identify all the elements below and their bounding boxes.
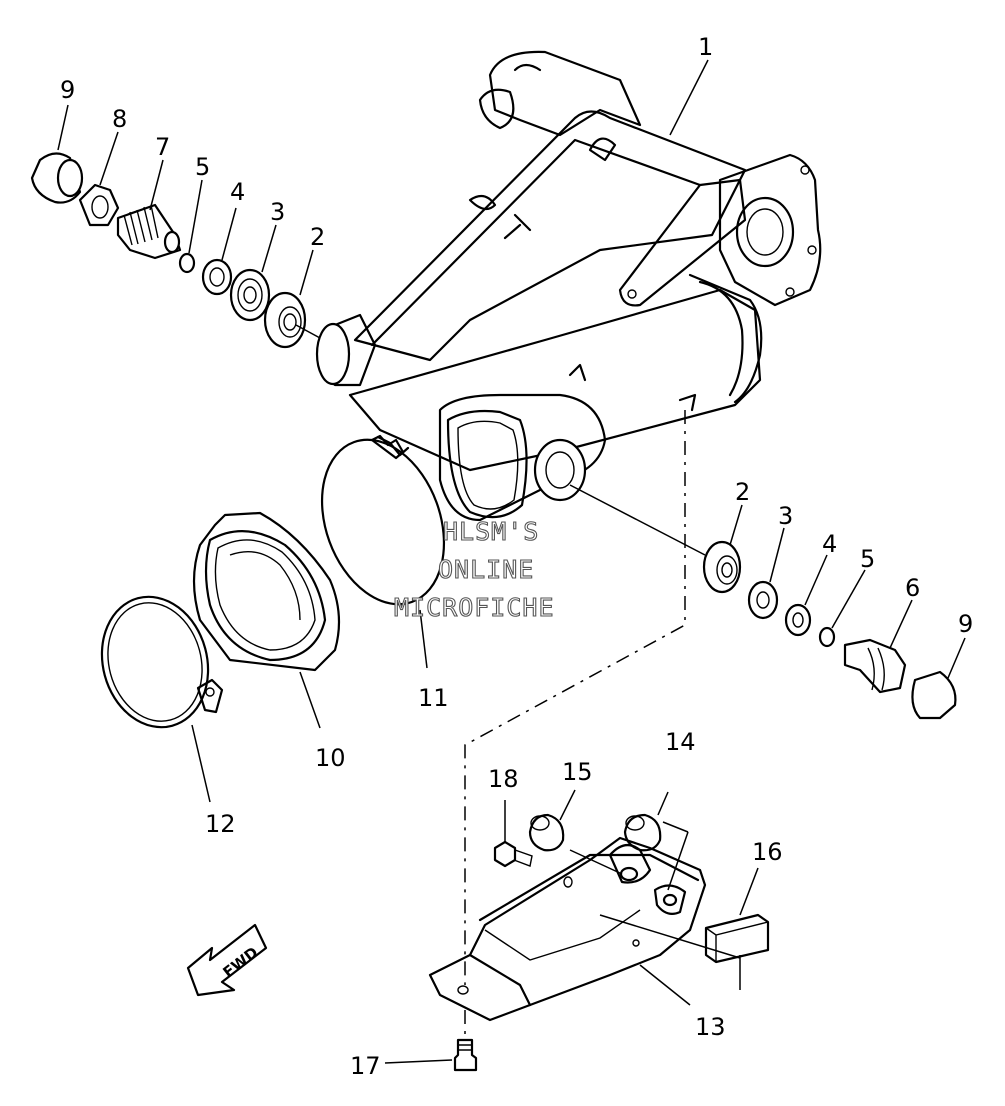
- watermark-line-2: ONLINE: [438, 555, 534, 584]
- callout-2-right: 2: [735, 478, 750, 506]
- callout-16: 16: [752, 838, 783, 866]
- guard-13: [428, 836, 707, 1022]
- guide-lines: [464, 410, 686, 1038]
- left-pivot-parts: [30, 152, 321, 349]
- leader-1: [669, 59, 709, 136]
- callout-18: 18: [488, 765, 519, 793]
- callout-17: 17: [350, 1052, 381, 1080]
- callout-9-right: 9: [958, 610, 973, 638]
- callout-labels: 1 2 3 4 5 6 7 8 9 10 11 12 13 14 15 16 1…: [60, 33, 973, 1080]
- callout-4-right: 4: [822, 530, 837, 558]
- callout-15: 15: [562, 758, 593, 786]
- callout-2-left: 2: [310, 223, 325, 251]
- callout-8: 8: [112, 105, 127, 133]
- band-12: [100, 595, 224, 803]
- bolt-17: [384, 1038, 478, 1072]
- callout-7: 7: [155, 133, 170, 161]
- callout-6: 6: [905, 574, 920, 602]
- callout-3-left: 3: [270, 198, 285, 226]
- clamp-11: [320, 434, 446, 669]
- callout-13: 13: [695, 1013, 726, 1041]
- callout-11: 11: [418, 684, 449, 712]
- block-16: [599, 867, 770, 990]
- watermark: HLSM'S ONLINE MICROFICHE: [393, 516, 555, 622]
- right-leaders: [729, 504, 966, 679]
- right-pivot-parts: [569, 484, 957, 720]
- callout-3-right: 3: [778, 502, 793, 530]
- callout-4-left: 4: [230, 178, 245, 206]
- boot-10: [192, 511, 341, 729]
- callout-12: 12: [205, 810, 236, 838]
- callout-5-left: 5: [195, 153, 210, 181]
- callout-1: 1: [698, 33, 713, 61]
- fwd-arrow-icon: FWD: [186, 923, 268, 997]
- callout-14: 14: [665, 728, 696, 756]
- callout-10: 10: [315, 744, 346, 772]
- callout-9-left: 9: [60, 76, 75, 104]
- swingarm: [315, 50, 822, 522]
- watermark-line-1: HLSM'S: [443, 517, 539, 546]
- callout-5-right: 5: [860, 545, 875, 573]
- bolt-18: [493, 800, 533, 868]
- pads-14-15: [528, 789, 689, 891]
- watermark-line-3: MICROFICHE: [394, 593, 555, 622]
- left-leaders: [57, 104, 314, 296]
